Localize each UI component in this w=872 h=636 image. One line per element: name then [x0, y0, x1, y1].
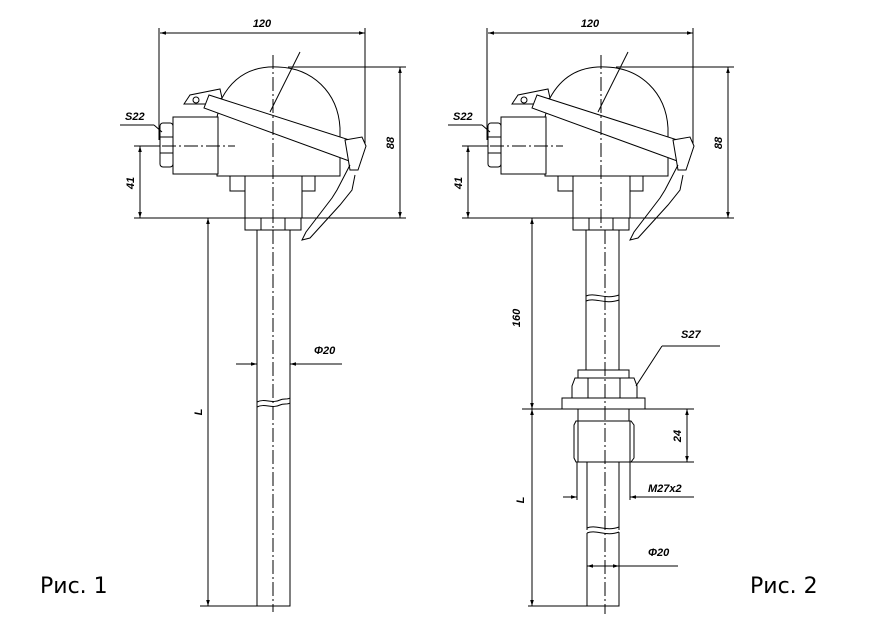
dim-width: 120 — [581, 18, 600, 30]
figure-caption: Рис. 2 — [750, 574, 818, 599]
probe-tube-1 — [256, 230, 291, 612]
dim-length: L — [515, 496, 527, 503]
dim-nut: S22 — [453, 111, 473, 123]
dim-diameter: Φ20 — [314, 345, 336, 357]
dim-width: 120 — [253, 18, 272, 30]
figure-caption: Рис. 1 — [40, 574, 108, 599]
dim-nut: S22 — [125, 111, 145, 123]
dim-fitting-nut: S27 — [681, 329, 701, 341]
terminal-head-1 — [120, 28, 406, 240]
dim-axis-height: 41 — [125, 177, 137, 190]
dim-length: L — [193, 408, 205, 415]
dim-diameter: Φ20 — [648, 547, 670, 559]
dim-thread-length: 24 — [672, 430, 684, 443]
terminal-head-2 — [448, 28, 734, 240]
dim-height: 88 — [713, 136, 725, 149]
dim-axis-height: 41 — [453, 177, 465, 190]
dim-height: 88 — [385, 136, 397, 149]
dim-neck: 160 — [511, 308, 523, 327]
dim-thread: M27x2 — [648, 483, 682, 495]
figure-1: 120 88 41 S22 L Φ20 Рис. 1 — [40, 18, 406, 612]
figure-2: 120 88 41 S22 160 S27 24 M27x2 L Φ20 Рис… — [448, 18, 818, 614]
probe-tube-2 — [561, 230, 646, 614]
